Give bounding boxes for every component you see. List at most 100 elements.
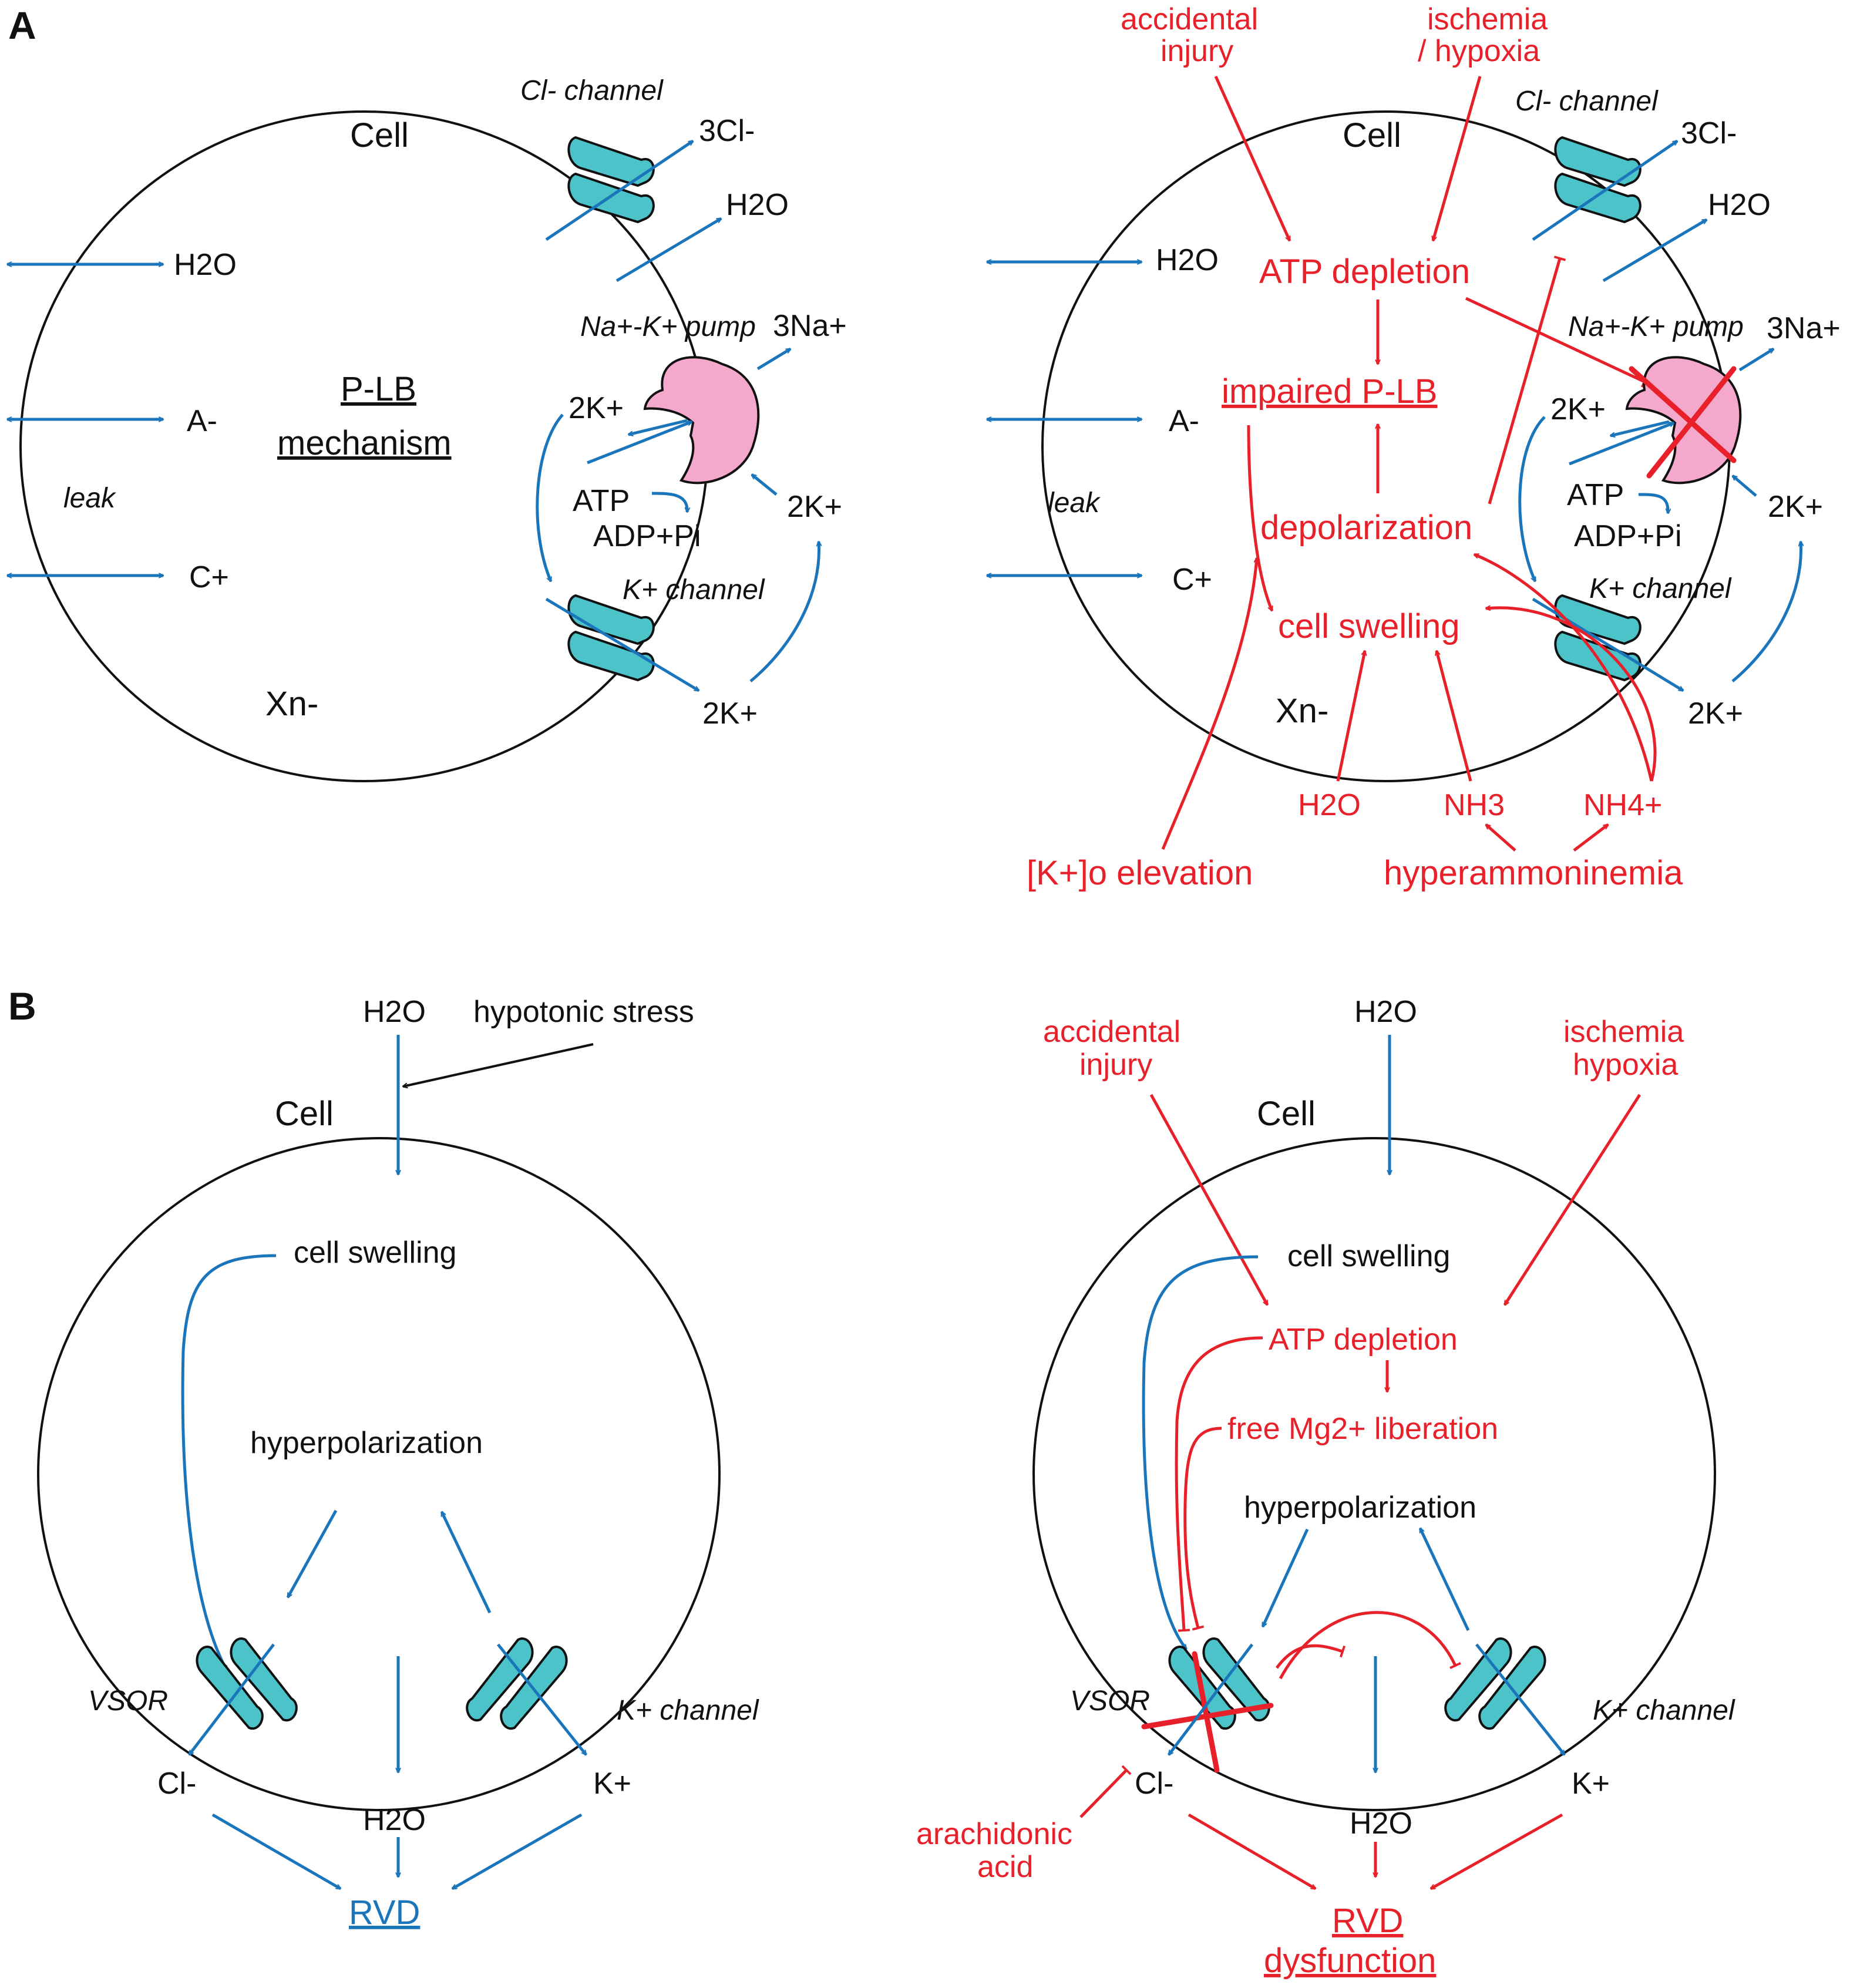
pump-label: Na+-K+ pump	[1568, 311, 1744, 342]
na-out-label: 3Na+	[1767, 311, 1841, 345]
acid-label: acid	[977, 1850, 1033, 1884]
vsor-label: VSOR	[1070, 1686, 1150, 1717]
cell-label: Cell	[275, 1095, 334, 1133]
ischemia-label: ischemia	[1427, 2, 1548, 36]
h2o-bottom-label: H2O	[363, 1803, 426, 1837]
k-return-arrow	[749, 541, 819, 682]
k-pump-arrow	[752, 473, 778, 496]
cl-channel	[1554, 136, 1642, 223]
ischemia-arrow	[1433, 76, 1482, 241]
anion-leak-label: A-	[187, 404, 217, 438]
cl-efflux-arrow	[188, 1643, 275, 1755]
dysfunction-label: dysfunction	[1264, 1942, 1436, 1980]
na-path-arrow	[1569, 421, 1674, 466]
cell-label: Cell	[1343, 116, 1401, 154]
swelling-to-vsor-arrow	[181, 1254, 277, 1670]
ischemia-arrow	[1503, 1094, 1642, 1305]
nh4-to-depol-arrow	[1474, 553, 1653, 782]
cl-label: Cl-	[157, 1767, 196, 1801]
depol-inhibits-cl	[1488, 255, 1566, 504]
cell-label: Cell	[350, 116, 409, 154]
panel-a-right: Cell accidental injury ischemia / hypoxi…	[987, 2, 1841, 892]
nh4-to-swelling-arrow	[1486, 608, 1657, 782]
cl-channel-label: Cl- channel	[1515, 86, 1659, 117]
cl-efflux-arrow	[545, 139, 693, 241]
h2o-efflux-arrow	[1602, 218, 1707, 282]
atp-depletion-label: ATP depletion	[1269, 1323, 1458, 1357]
injury-arrow	[1214, 75, 1291, 241]
hyperpol-to-vsor-arrow	[286, 1509, 338, 1597]
cl-efflux-arrow	[1168, 1643, 1253, 1755]
hypotonic-label: hypotonic stress	[473, 995, 694, 1029]
panel-b-left: B H2O hypotonic stress Cell cell swellin…	[8, 984, 759, 1932]
impaired-to-swelling-arrow	[1247, 425, 1274, 611]
h2o-bottom-label: H2O	[1350, 1807, 1412, 1841]
na-k-pump	[1625, 356, 1742, 485]
panel-label-b: B	[8, 984, 36, 1028]
vsor-block-x	[1192, 1651, 1220, 1773]
cell-label: Cell	[1257, 1095, 1316, 1133]
k-channel-label: K+ channel	[1589, 573, 1732, 604]
cl-out-label: 3Cl-	[1681, 116, 1737, 150]
hypotonic-arrow	[403, 1043, 594, 1086]
adp-label: ADP+Pi	[593, 519, 701, 553]
k-to-rvd-arrow	[452, 1813, 583, 1891]
k-elev-to-depol-arrow	[1161, 558, 1257, 850]
cl-channel-label: Cl- channel	[520, 75, 664, 106]
impaired-plb-label: impaired P-LB	[1222, 372, 1437, 411]
injury-label: injury	[1079, 1048, 1152, 1082]
cell-swelling-label: cell swelling	[1278, 607, 1459, 645]
atp-inhibits-pump	[1465, 297, 1649, 388]
k-channel-label: K+ channel	[1593, 1695, 1735, 1726]
plb-label: P-LB	[341, 370, 416, 408]
panel-label-a: A	[8, 4, 36, 47]
atp-hydrolysis-arrow	[1638, 493, 1668, 513]
vsor-inhibits-h2o	[1275, 1644, 1346, 1669]
na-efflux-arrow	[1738, 347, 1774, 372]
k-to-hyperpol-arrow	[440, 1512, 492, 1614]
hyperammon-to-nh4-arrow	[1573, 823, 1608, 852]
xn-label: Xn-	[1276, 692, 1328, 730]
k-channel-label: K+ channel	[617, 1695, 759, 1726]
pump-block-x	[1629, 366, 1737, 463]
atp-hydrolysis-arrow	[651, 492, 687, 512]
cl-label: Cl-	[1135, 1767, 1173, 1801]
cell-membrane	[1032, 1137, 1716, 1811]
cl-channel	[567, 136, 655, 223]
nh3-to-swelling-arrow	[1437, 651, 1472, 782]
accidental-label: accidental	[1121, 2, 1258, 36]
xn-label: Xn-	[265, 685, 318, 723]
k-recycle-arrow	[1518, 416, 1546, 581]
cell-swelling-label: cell swelling	[1287, 1239, 1450, 1273]
k-efflux-arrow	[1532, 597, 1683, 692]
anion-leak-label: A-	[1169, 404, 1199, 438]
injury-arrow	[1149, 1094, 1269, 1305]
cell-membrane	[37, 1137, 721, 1811]
k-in-label: 2K+	[1550, 392, 1606, 426]
nh3-label: NH3	[1444, 788, 1505, 822]
h2o-leak-label: H2O	[174, 248, 237, 282]
hyperpol-label: hyperpolarization	[1244, 1491, 1476, 1525]
k-efflux-arrow	[545, 597, 699, 692]
k-channel-label: K+ channel	[623, 574, 765, 606]
cl-to-rvd-arrow	[1188, 1813, 1316, 1891]
panel-b-right: accidental injury H2O ischemia hypoxia C…	[916, 995, 1735, 1980]
h2o-to-swelling-arrow	[1336, 651, 1365, 782]
k-influx-arrow	[628, 419, 688, 435]
depolarization-label: depolarization	[1260, 509, 1472, 547]
accidental-label: accidental	[1043, 1015, 1180, 1049]
atp-label: ATP	[1567, 478, 1624, 512]
ischemia-label: ischemia	[1563, 1015, 1684, 1049]
cation-leak-label: C+	[1172, 563, 1212, 597]
k-influx-arrow	[1610, 420, 1670, 436]
h2o-out-label: H2O	[1708, 188, 1771, 222]
arachidonic-inhibits-vsor	[1079, 1765, 1132, 1818]
h2o-top-label: H2O	[363, 995, 426, 1029]
k-to-rvd-arrow	[1431, 1813, 1563, 1891]
k-recycle-arrow	[536, 413, 564, 581]
leak-label: leak	[63, 483, 117, 514]
pump-label: Na+-K+ pump	[580, 311, 756, 342]
h2o-red-label: H2O	[1298, 788, 1361, 822]
k-in-label: 2K+	[569, 391, 624, 425]
k-pump-label: 2K+	[787, 490, 842, 524]
